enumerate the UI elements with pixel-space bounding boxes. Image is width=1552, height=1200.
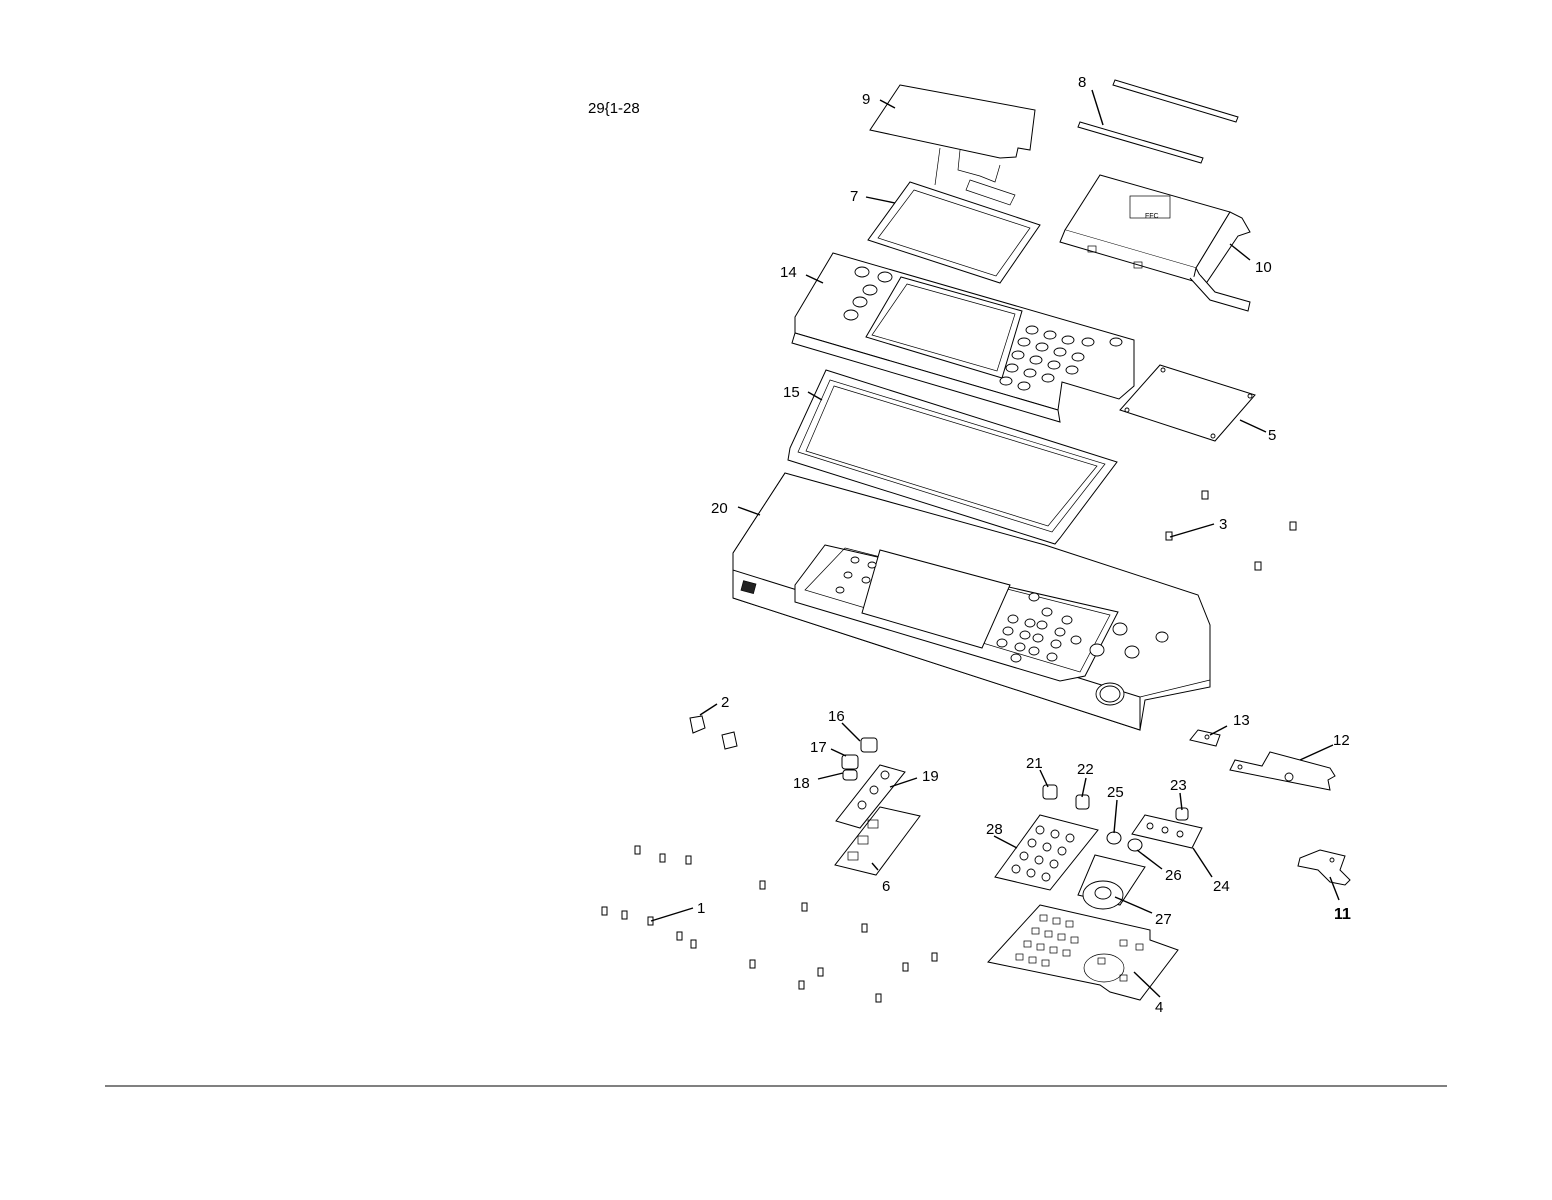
callout-14: 14 (780, 264, 797, 281)
part-27-dial (1078, 855, 1145, 909)
callout-9: 9 (862, 91, 870, 108)
part-10-bracket: FFC (1060, 175, 1250, 311)
callout-13: 13 (1233, 712, 1250, 729)
callout-1: 1 (697, 900, 705, 917)
part-24-key-strip (1132, 815, 1202, 848)
callout-6: 6 (882, 878, 890, 895)
callout-10: 10 (1255, 259, 1272, 276)
assembly-label: 29{1-28 (588, 100, 640, 117)
callout-15: 15 (783, 384, 800, 401)
callout-12: 12 (1333, 732, 1350, 749)
part-2-clips (690, 716, 737, 749)
bracket-marking: FFC (1145, 213, 1159, 220)
callout-5: 5 (1268, 427, 1276, 444)
part-11-bracket (1298, 850, 1350, 885)
callout-11: 11 (1334, 906, 1351, 923)
callout-19: 19 (922, 768, 939, 785)
part-12-bracket (1230, 752, 1335, 790)
callout-27: 27 (1155, 911, 1172, 928)
callout-20: 20 (711, 500, 728, 517)
callout-17: 17 (810, 739, 827, 756)
part-4-membrane (988, 905, 1178, 1000)
keytops-16-17-18 (842, 738, 877, 780)
part-7-lcd (868, 180, 1040, 283)
part-9-sheet (870, 85, 1035, 185)
callout-16: 16 (828, 708, 845, 725)
callout-7: 7 (850, 188, 858, 205)
callout-21: 21 (1026, 755, 1043, 772)
part-1-screws (602, 846, 937, 1002)
part-3-screws (1166, 491, 1296, 570)
callout-26: 26 (1165, 867, 1182, 884)
callout-3: 3 (1219, 516, 1227, 533)
callout-18: 18 (793, 775, 810, 792)
callout-25: 25 (1107, 784, 1124, 801)
part-5-board (1120, 365, 1255, 441)
callout-28: 28 (986, 821, 1003, 838)
callout-8: 8 (1078, 74, 1086, 91)
callout-2: 2 (721, 694, 729, 711)
part-28-keypad-module (995, 815, 1098, 890)
callout-22: 22 (1077, 761, 1094, 778)
callout-4: 4 (1155, 999, 1163, 1016)
callout-24: 24 (1213, 878, 1230, 895)
callout-23: 23 (1170, 777, 1187, 794)
